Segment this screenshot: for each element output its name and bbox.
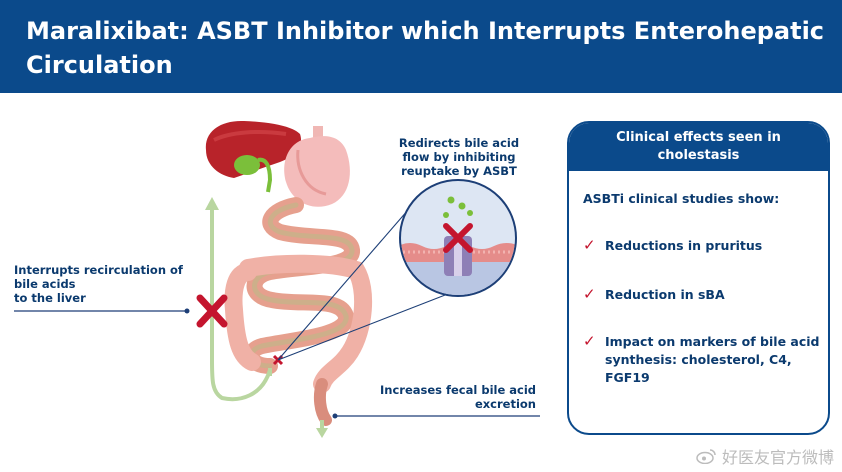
effect-item: ✓ Reduction in sBA [583, 286, 823, 304]
effect-item: ✓ Reductions in pruritus [583, 237, 823, 255]
effect-text: Impact on markers of bile acid synthesis… [605, 334, 820, 385]
title-bar: Maralixibat: ASBT Inhibitor which Interr… [0, 0, 842, 93]
cross-icon [196, 294, 228, 328]
watermark-text: 好医友官方微博 [721, 448, 834, 467]
gallbladder-icon [234, 155, 273, 193]
annotation-dot-left [184, 308, 190, 314]
panel-title: Clinical effects seen in cholestasis [569, 123, 828, 171]
panel-intro: ASBTi clinical studies show: [583, 191, 780, 206]
portal-recirculation-arrow [205, 197, 272, 402]
enterohepatic-diagram [14, 120, 540, 438]
weibo-icon [696, 449, 716, 464]
check-icon: ✓ [583, 285, 596, 303]
annotation-redirects-bile-flow: Redirects bile acid flow by inhibiting r… [398, 136, 520, 178]
zoom-line-lower [277, 289, 459, 361]
liver-icon [205, 120, 302, 178]
stomach-icon [284, 126, 350, 207]
effect-text: Reductions in pruritus [605, 238, 763, 253]
zoom-line-upper [277, 209, 409, 361]
effect-item: ✓ Impact on markers of bile acid synthes… [583, 333, 823, 387]
annotation-fecal-excretion: Increases fecal bile acid excretion [380, 383, 537, 411]
check-icon: ✓ [583, 332, 596, 350]
asbt-magnifier [399, 179, 517, 297]
slide-title: Maralixibat: ASBT Inhibitor which Interr… [26, 17, 825, 79]
intestine-icon [224, 197, 373, 426]
annotation-interrupts-recirculation: Interrupts recirculation of bile acids t… [14, 263, 183, 305]
watermark: 好医友官方微博 [696, 444, 834, 468]
clinical-effects-panel: Clinical effects seen in cholestasis ASB… [567, 121, 830, 435]
asbt-block-cross-b [443, 223, 473, 253]
fecal-excretion-arrow [316, 420, 328, 438]
effect-text: Reduction in sBA [605, 287, 725, 302]
annotation-dot-bottom [332, 413, 338, 419]
check-icon: ✓ [583, 236, 596, 254]
